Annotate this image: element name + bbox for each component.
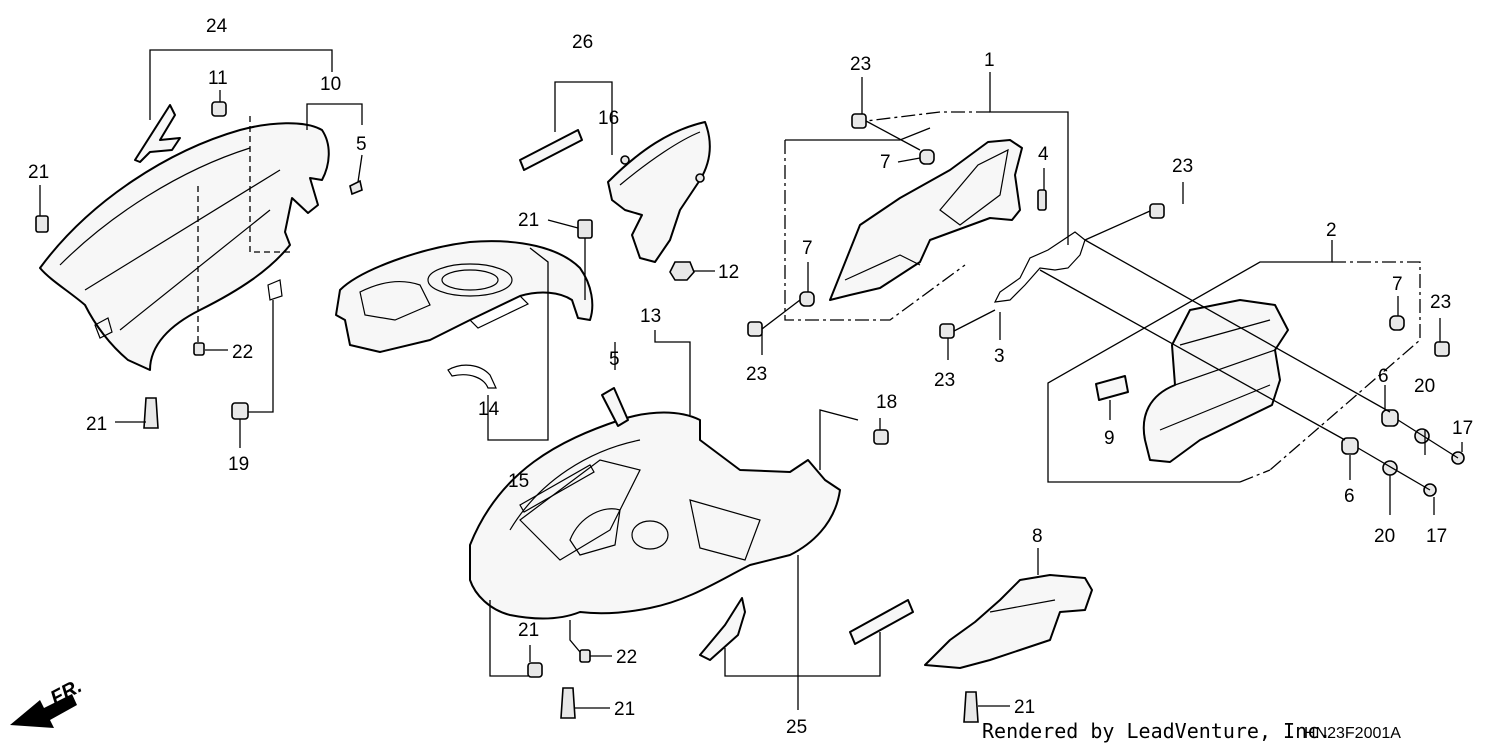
- cover-8: [924, 574, 1093, 669]
- left-side-cover: [39, 122, 330, 371]
- callout-7: 7: [802, 238, 813, 259]
- callout-5: 5: [356, 134, 367, 155]
- credit-text: Rendered by LeadVenture, Inc.: [982, 719, 1331, 743]
- arrow-left-icon: [10, 694, 77, 728]
- callout-22: 22: [232, 342, 253, 363]
- callout-25: 25: [786, 717, 807, 738]
- callout-7: 7: [880, 152, 891, 173]
- callout-4: 4: [1038, 144, 1049, 165]
- shroud-1: [829, 139, 1023, 301]
- callout-24: 24: [206, 16, 228, 37]
- callout-20: 20: [1374, 526, 1395, 547]
- callout-20: 20: [1414, 376, 1435, 397]
- grille-2: [1142, 299, 1289, 463]
- clip-5b: [601, 387, 629, 427]
- callout-7: 7: [1392, 274, 1403, 295]
- right-side-cover: [469, 411, 841, 620]
- callout-23: 23: [934, 370, 955, 391]
- decal-25a: [699, 597, 746, 661]
- decal-25b: [849, 599, 914, 645]
- callout-17: 17: [1452, 418, 1473, 439]
- label-9: [1095, 375, 1129, 401]
- callout-21: 21: [518, 210, 539, 231]
- callout-23: 23: [850, 54, 871, 75]
- callout-21: 21: [28, 162, 49, 183]
- callout-13: 13: [640, 306, 661, 327]
- hardware: [35, 101, 1465, 723]
- leader-lines: [39, 49, 1463, 710]
- decal-26: [519, 129, 583, 171]
- front-panel-16: [607, 121, 711, 263]
- callout-16: 16: [598, 108, 619, 129]
- callout-5: 5: [609, 349, 620, 370]
- decal-24: [134, 104, 181, 163]
- callout-8: 8: [1032, 526, 1043, 547]
- callout-21: 21: [1014, 697, 1035, 718]
- clip-14: [447, 364, 497, 389]
- callout-26: 26: [572, 32, 593, 53]
- front-arrow: FR.: [10, 675, 86, 728]
- bracket-3: [993, 231, 1086, 303]
- callout-12: 12: [718, 262, 739, 283]
- callout-3: 3: [994, 346, 1005, 367]
- callout-19: 19: [228, 454, 249, 475]
- drawing-code: HN23F2001A: [1304, 725, 1401, 742]
- callouts: 24 11 10 5 21 22 21 19 26 16 21 12 14 15…: [28, 16, 1473, 738]
- callout-9: 9: [1104, 428, 1115, 449]
- callout-6: 6: [1344, 486, 1355, 507]
- callout-2: 2: [1326, 220, 1337, 241]
- callout-1: 1: [984, 50, 995, 71]
- callout-22: 22: [616, 647, 637, 668]
- callout-23: 23: [1430, 292, 1451, 313]
- callout-14: 14: [478, 399, 500, 420]
- callout-18: 18: [876, 392, 897, 413]
- callout-21: 21: [518, 620, 539, 641]
- callout-17: 17: [1426, 526, 1447, 547]
- callout-21: 21: [614, 699, 635, 720]
- callout-21: 21: [86, 414, 107, 435]
- tank-cover: [335, 240, 594, 353]
- callout-11: 11: [208, 68, 228, 89]
- callout-23: 23: [746, 364, 767, 385]
- callout-15: 15: [508, 471, 529, 492]
- callout-23: 23: [1172, 156, 1193, 177]
- callout-6: 6: [1378, 366, 1389, 387]
- callout-10: 10: [320, 74, 341, 95]
